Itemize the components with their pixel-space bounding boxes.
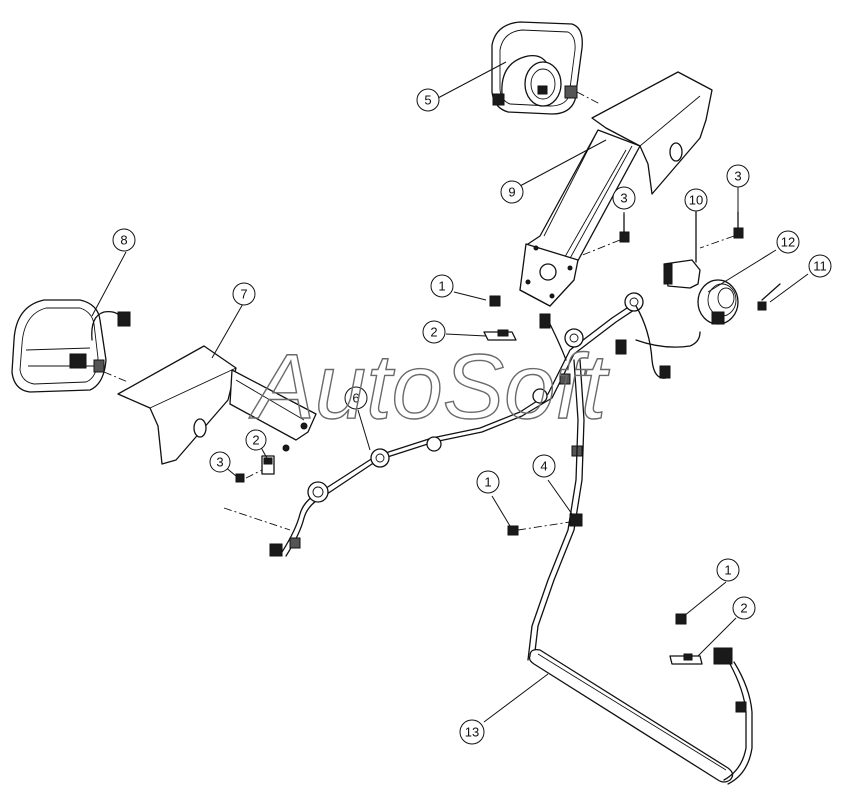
callout-3-upper-left: 3 xyxy=(612,186,636,210)
top-work-lamp xyxy=(491,21,583,115)
horn xyxy=(697,279,739,325)
callout-label: 1 xyxy=(484,475,491,490)
watermark-text: AutoSoft xyxy=(249,336,610,438)
callout-label: 6 xyxy=(352,391,359,406)
main-wiring-harness xyxy=(269,292,701,557)
callout-3-upper-right: 3 xyxy=(726,164,750,188)
callout-8: 8 xyxy=(112,228,136,252)
clip-left xyxy=(261,455,275,475)
callout-label: 3 xyxy=(620,191,627,206)
callout-2-upper: 2 xyxy=(422,320,446,344)
horn-screw xyxy=(757,283,781,311)
clip-upper xyxy=(483,295,517,341)
callout-3-left: 3 xyxy=(209,451,231,473)
callout-4: 4 xyxy=(532,454,556,478)
callout-6: 6 xyxy=(344,386,368,410)
callout-11: 11 xyxy=(808,254,832,278)
callout-label: 11 xyxy=(813,259,827,274)
callout-label: 5 xyxy=(424,93,431,108)
callout-2-left: 2 xyxy=(245,429,267,451)
callout-label: 12 xyxy=(781,235,795,250)
callout-1-lower: 1 xyxy=(716,558,740,582)
callout-label: 3 xyxy=(734,169,741,184)
callout-label: 2 xyxy=(430,325,437,340)
callout-7: 7 xyxy=(232,282,256,306)
callout-label: 1 xyxy=(438,279,445,294)
callout-1-middle: 1 xyxy=(476,470,500,494)
callout-label: 10 xyxy=(689,193,703,208)
callout-label: 1 xyxy=(724,563,731,578)
bolt-left xyxy=(235,473,245,483)
callout-1-upper: 1 xyxy=(430,274,454,298)
callout-5: 5 xyxy=(416,88,440,112)
callout-label: 2 xyxy=(740,601,747,616)
top-mounting-bracket xyxy=(519,71,713,307)
callout-label: 8 xyxy=(120,233,127,248)
callout-2-lower: 2 xyxy=(732,596,756,620)
bottom-connector xyxy=(669,613,753,785)
callout-label: 2 xyxy=(252,433,259,448)
leader-lines xyxy=(91,61,809,723)
lower-wiring-harness xyxy=(507,359,734,783)
callout-13: 13 xyxy=(459,719,485,745)
callout-label: 3 xyxy=(216,455,223,470)
callout-9: 9 xyxy=(500,180,524,204)
horn-bracket xyxy=(663,211,701,289)
left-work-lamp xyxy=(11,299,131,393)
callout-10: 10 xyxy=(684,188,708,212)
callout-label: 7 xyxy=(240,287,247,302)
callout-label: 4 xyxy=(540,459,547,474)
callout-12: 12 xyxy=(776,230,800,254)
callout-label: 13 xyxy=(465,725,479,740)
callout-label: 9 xyxy=(508,185,515,200)
